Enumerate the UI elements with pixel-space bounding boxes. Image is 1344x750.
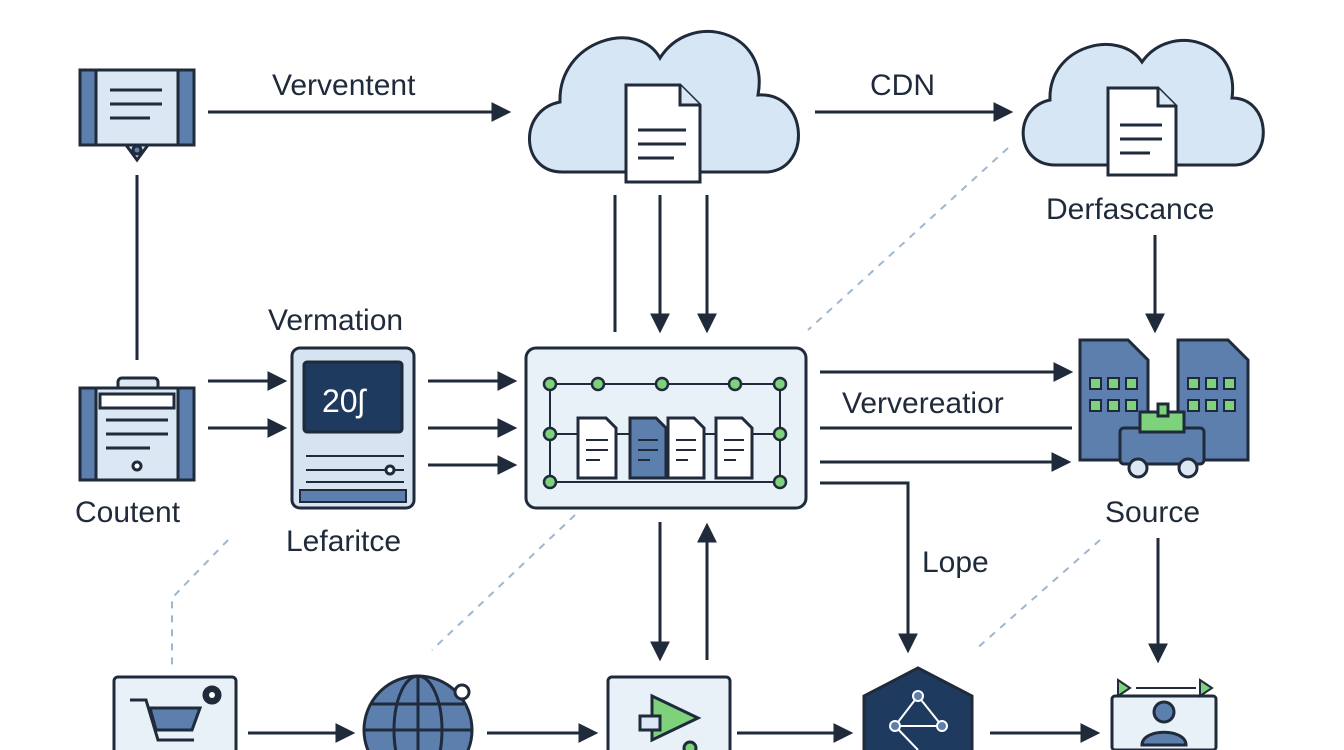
label-ververeatior: Ververeatior [842,387,1004,420]
network-documents-icon [524,346,808,510]
hub-doc-4 [714,416,754,480]
label-vermation: Vermation [268,304,403,337]
cloud-document-icon [528,30,800,184]
shopping-cart-icon [112,675,238,750]
arrow-lope [820,481,918,654]
label-lefaritce: Lefaritce [286,525,401,558]
label-cdn: CDN [870,69,935,102]
dashed-line-center-lower [431,514,576,651]
globe-icon [362,674,474,750]
dashed-line-left-lower [171,539,229,665]
terminal-screen-value: 20ʃ [322,383,368,419]
user-workstation-icon [1110,678,1218,750]
label-source: Source [1105,496,1200,529]
label-derfascance: Derfascance [1046,193,1214,226]
label-lope: Lope [922,546,989,579]
computer-terminal-icon [290,346,416,510]
hub-doc-3 [666,416,706,480]
dashed-line-right-lower [974,539,1101,651]
network-hexagon-icon [862,666,974,750]
briefcase-icon [78,376,196,482]
label-verventent: Verventent [272,69,416,102]
hub-doc-2 [628,416,668,480]
hub-doc-1 [576,416,618,480]
buildings-truck-icon [1078,338,1250,479]
arrows [135,102,1168,743]
media-play-icon [606,675,732,750]
cloud-document-icon [1021,39,1265,177]
dashed-line-cdn [807,147,1009,331]
dashed-connectors [171,147,1101,665]
label-coutent: Coutent [75,496,181,529]
scroll-document-icon [78,68,196,163]
